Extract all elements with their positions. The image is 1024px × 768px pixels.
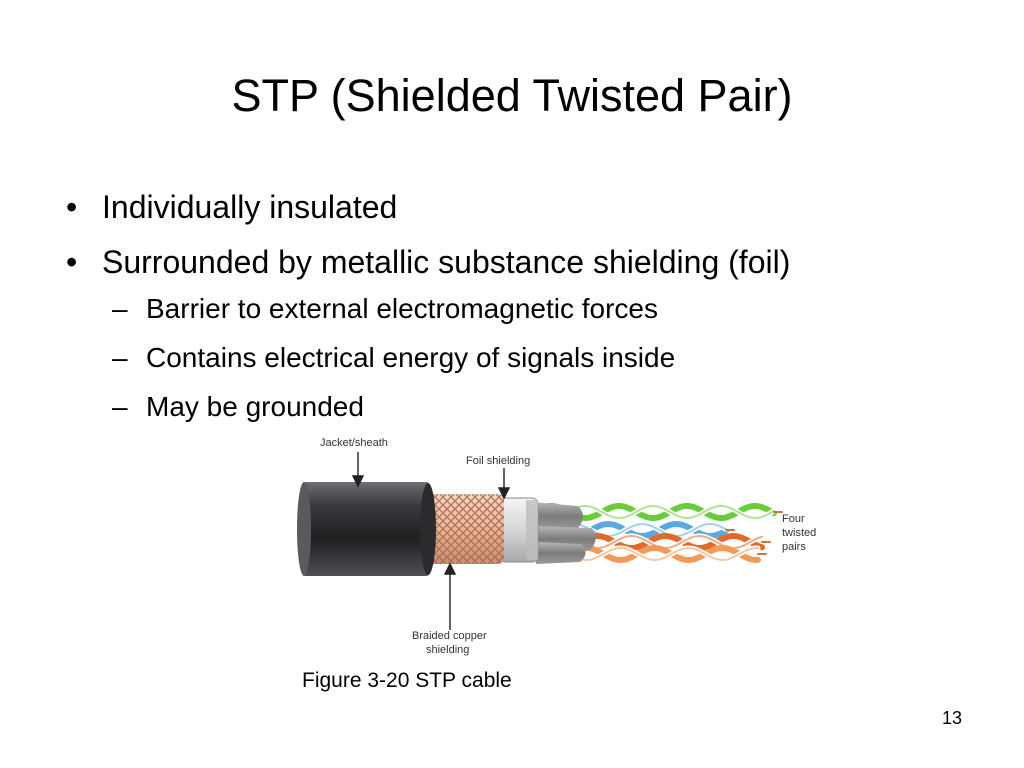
- page-number: 13: [941, 708, 962, 728]
- label-braid: shielding: [426, 644, 469, 656]
- foil-shielding: [499, 497, 539, 563]
- bullet-item: • Individually insulated: [66, 188, 790, 226]
- label-foil: Foil shielding: [466, 455, 530, 467]
- sub-bullet-text: Contains electrical energy of signals in…: [146, 342, 676, 373]
- sub-bullet-text: May be grounded: [146, 391, 364, 422]
- stp-cable-diagram: Jacket/sheath Foil shielding Braided cop…: [297, 437, 816, 656]
- bullet-marker: •: [66, 189, 78, 225]
- sub-bullet-marker: –: [112, 391, 128, 422]
- bullet-item: • Surrounded by metallic substance shiel…: [66, 243, 790, 281]
- sub-bullet-list: – Barrier to external electromagnetic fo…: [112, 292, 675, 439]
- jacket-sheath: [297, 482, 436, 576]
- label-pairs: Four: [782, 513, 805, 525]
- sub-bullet-marker: –: [112, 342, 128, 373]
- bullet-text: Individually insulated: [102, 189, 398, 225]
- label-jacket: Jacket/sheath: [320, 437, 388, 449]
- sub-bullet-item: – Contains electrical energy of signals …: [112, 341, 675, 375]
- bullet-marker: •: [66, 244, 78, 280]
- slide-title: STP (Shielded Twisted Pair): [231, 70, 793, 121]
- sub-bullet-item: – Barrier to external electromagnetic fo…: [112, 292, 675, 326]
- sub-bullet-item: – May be grounded: [112, 390, 675, 424]
- label-pairs: twisted: [782, 527, 816, 539]
- label-pairs: pairs: [782, 541, 806, 553]
- callout-arrows: [351, 452, 511, 630]
- inner-jacket: [532, 502, 596, 564]
- bullet-list: • Individually insulated • Surrounded by…: [66, 188, 790, 298]
- sub-bullet-text: Barrier to external electromagnetic forc…: [146, 293, 658, 324]
- bullet-text: Surrounded by metallic substance shieldi…: [102, 244, 791, 280]
- wire-stripe: [545, 505, 775, 519]
- figure-caption: Figure 3-20 STP cable: [302, 669, 512, 692]
- label-braid: Braided copper: [412, 630, 487, 642]
- sub-bullet-marker: –: [112, 293, 128, 324]
- wire-stripe: [557, 522, 727, 538]
